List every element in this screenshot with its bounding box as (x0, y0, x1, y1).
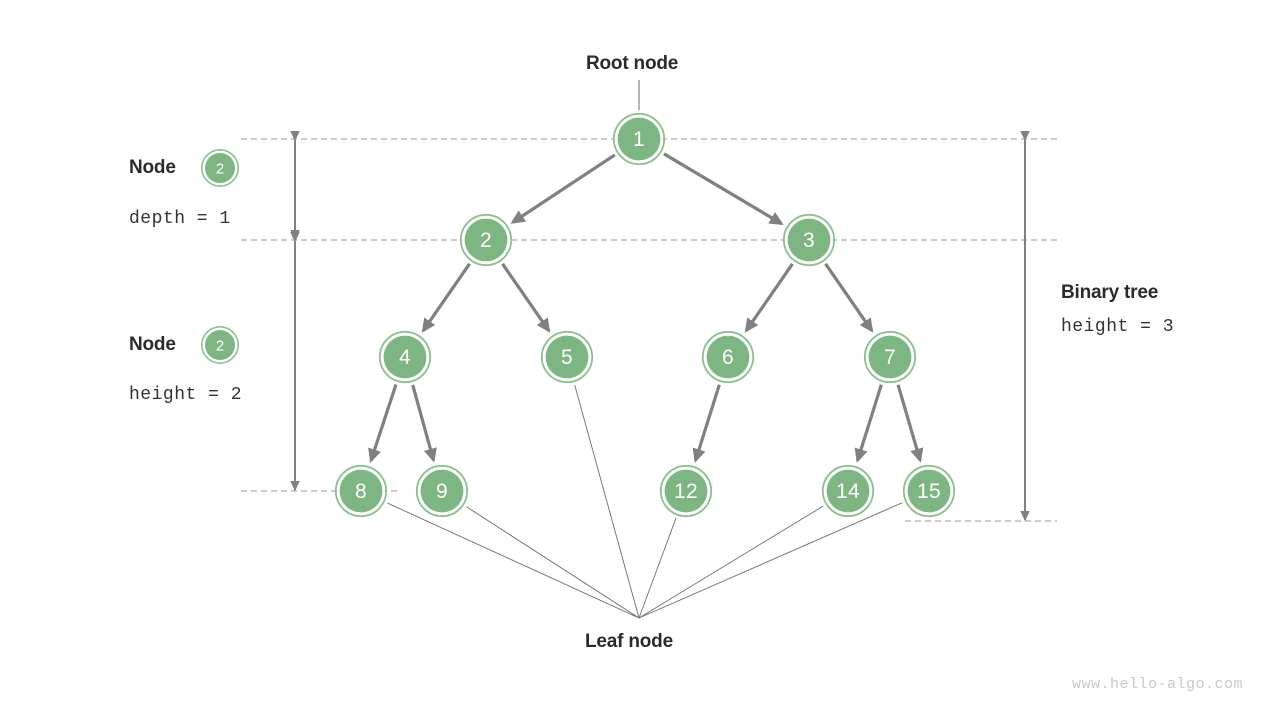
tree-node-14[interactable] (821, 464, 875, 518)
node-height-text: height = 2 (129, 385, 243, 405)
tree-node-2[interactable] (459, 213, 513, 267)
tree-node-9[interactable] (415, 464, 469, 518)
leaf-pointer-line (638, 505, 824, 619)
tree-edge-n7-n15 (896, 384, 924, 463)
tree-edge-n4-n9 (411, 384, 437, 463)
tree-node-6[interactable] (701, 330, 755, 384)
binary-tree-height-text: height = 3 (1061, 317, 1175, 337)
tree-edge-n3-n6 (744, 262, 794, 333)
leaf-pointer-line (638, 518, 677, 619)
tree-edge-n3-n7 (824, 262, 874, 333)
tree-edge-n4-n8 (368, 384, 398, 464)
tree-node-1[interactable] (612, 112, 666, 166)
binary-tree-label: Binary tree (1061, 282, 1159, 303)
tree-edges (368, 152, 924, 464)
node-height-badge (201, 325, 240, 364)
node-height-label: Node (129, 334, 176, 355)
tree-node-12[interactable] (659, 464, 713, 518)
node-depth-badge (201, 149, 240, 188)
tree-edge-n2-n5 (501, 262, 551, 333)
dashed-guide-lines (241, 138, 1057, 522)
leaf-pointer-line (574, 384, 640, 619)
tree-node-15[interactable] (902, 464, 956, 518)
tree-nodes (334, 112, 956, 518)
leaf-pointer-line (638, 502, 903, 619)
leaf-node-label: Leaf node (585, 631, 673, 652)
tree-edge-n1-n3 (663, 152, 784, 226)
node-depth-label: Node (129, 157, 176, 178)
legend-node-badges (201, 149, 240, 364)
node-depth-text: depth = 1 (129, 209, 231, 229)
tree-node-4[interactable] (378, 330, 432, 384)
watermark-text: www.hello-algo.com (1072, 676, 1244, 693)
badge-value: 2 (215, 160, 225, 178)
tree-edge-n2-n4 (421, 262, 471, 333)
tree-edge-n1-n2 (510, 153, 616, 224)
leaf-pointer-line (387, 502, 640, 619)
badge-value: 2 (215, 337, 225, 355)
leaf-pointer-lines (387, 384, 903, 619)
tree-node-7[interactable] (863, 330, 917, 384)
tree-node-8[interactable] (334, 464, 388, 518)
tree-node-5[interactable] (540, 330, 594, 384)
tree-edge-n6-n12 (692, 384, 721, 463)
tree-edge-n7-n14 (854, 384, 883, 463)
leaf-pointer-line (466, 506, 640, 619)
tree-node-3[interactable] (782, 213, 836, 267)
root-node-label: Root node (586, 53, 679, 74)
measurement-arrows (290, 130, 1030, 522)
